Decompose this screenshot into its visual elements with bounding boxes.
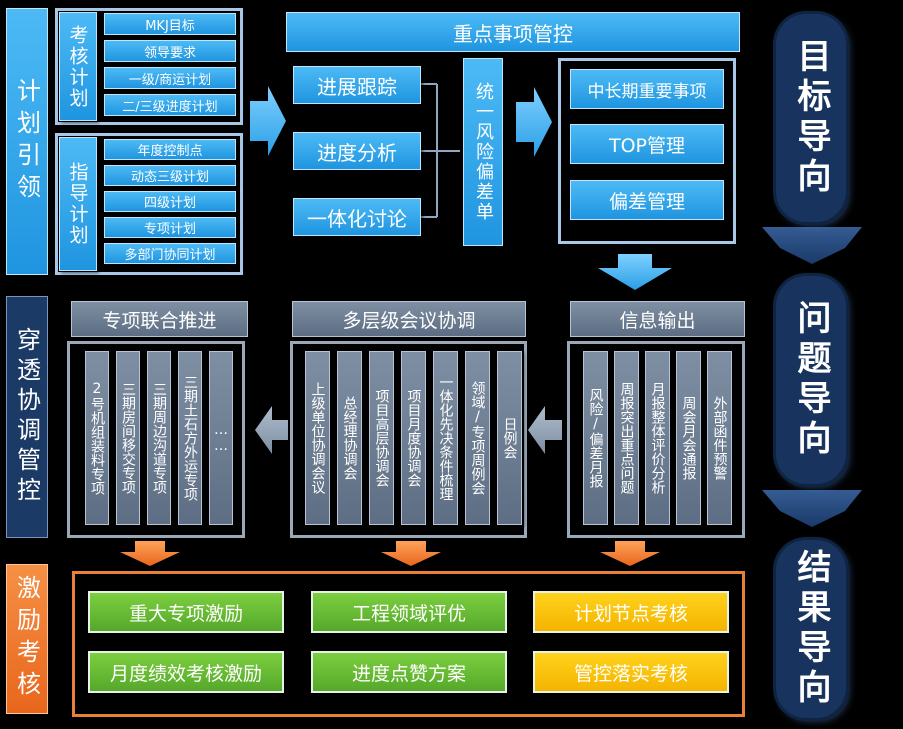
reward-item: 管控落实考核 (533, 651, 729, 693)
plan-group-1-label: 考核计划 (59, 12, 97, 121)
coord-item: 项目高层协调会 (369, 351, 394, 525)
plan-group-2-label: 指导计划 (59, 137, 97, 271)
coord-item: 外部函件预警 (707, 351, 732, 525)
plan-item: 多部门协同计划 (104, 243, 236, 264)
coord-item: 三期周边沟道专项 (147, 351, 171, 525)
plan-item: MKJ目标 (104, 13, 236, 35)
goal-problem: 问题导向 (776, 276, 846, 484)
coord-item: 周会月会通报 (676, 351, 701, 525)
reward-item: 计划节点考核 (533, 591, 729, 633)
coord-item: 三期房间移交专项 (116, 351, 140, 525)
coord-item: 月报整体评价分析 (645, 351, 670, 525)
key-item: 偏差管理 (570, 180, 724, 220)
arrow-orange-3 (600, 541, 660, 566)
plan-group-2-frame (55, 133, 243, 275)
coord-item: 领域/专项周例会 (465, 351, 490, 525)
goal-chevron-2 (762, 490, 862, 527)
plan-item: 一级/商运计划 (104, 67, 236, 89)
side-label-coord: 穿透协调管控 (6, 296, 48, 538)
coord-title: 多层级会议协调 (292, 301, 526, 337)
tracking-item: 一体化讨论 (293, 198, 421, 236)
coord-frame (290, 341, 527, 538)
rewards-frame (72, 571, 745, 717)
arrow-down-1 (598, 254, 672, 290)
side-label-plan: 计划引领 (6, 8, 48, 275)
coord-item: 2号机组装料专项 (85, 351, 109, 525)
coord-item: 风险/偏差月报 (583, 351, 608, 525)
tracking-connector (421, 83, 460, 218)
plan-item: 领导要求 (104, 40, 236, 62)
plan-item: 四级计划 (104, 191, 236, 212)
coord-title: 信息输出 (570, 301, 745, 337)
goal-result: 结果导向 (776, 540, 846, 718)
unified-deviation-sheet: 统一风险偏差单 (463, 58, 503, 246)
coord-item: 周报突出重点问题 (614, 351, 639, 525)
coord-item: …… (209, 351, 233, 525)
plan-item: 专项计划 (104, 217, 236, 238)
coord-item: 三期土石方外运专项 (178, 351, 202, 525)
key-item: 中长期重要事项 (570, 69, 724, 109)
reward-item: 工程领域评优 (311, 591, 507, 633)
coord-item: 一体化先决条件梳理 (433, 351, 458, 525)
arrow-right-1 (250, 86, 286, 156)
tracking-item: 进度分析 (293, 132, 421, 170)
coord-title: 专项联合推进 (71, 301, 248, 337)
plan-group-1-frame (55, 8, 243, 125)
reward-item: 月度绩效考核激励 (88, 651, 284, 693)
coord-item: 总经理协调会 (337, 351, 362, 525)
tracking-item: 进展跟踪 (293, 66, 421, 104)
plan-item: 年度控制点 (104, 139, 236, 160)
arrow-orange-2 (381, 541, 441, 566)
goal-target: 目标导向 (776, 14, 846, 222)
coord-item: 上级单位协调会议 (305, 351, 330, 525)
key-control-title: 重点事项管控 (286, 12, 740, 52)
goal-chevron-1 (762, 227, 862, 264)
plan-item: 二/三级进度计划 (104, 94, 236, 116)
arrow-left-1 (528, 406, 562, 454)
plan-item: 动态三级计划 (104, 165, 236, 186)
coord-frame (567, 341, 745, 538)
side-label-incentive: 激励考核 (6, 564, 48, 714)
key-item: TOP管理 (570, 124, 724, 164)
coord-frame (67, 341, 245, 538)
coord-item: 项目月度协调会 (401, 351, 426, 525)
arrow-left-2 (255, 406, 288, 454)
key-items-frame (558, 58, 736, 244)
arrow-orange-1 (120, 541, 180, 566)
reward-item: 重大专项激励 (88, 591, 284, 633)
coord-item: 日例会 (497, 351, 522, 525)
reward-item: 进度点赞方案 (311, 651, 507, 693)
arrow-right-2 (516, 87, 552, 157)
